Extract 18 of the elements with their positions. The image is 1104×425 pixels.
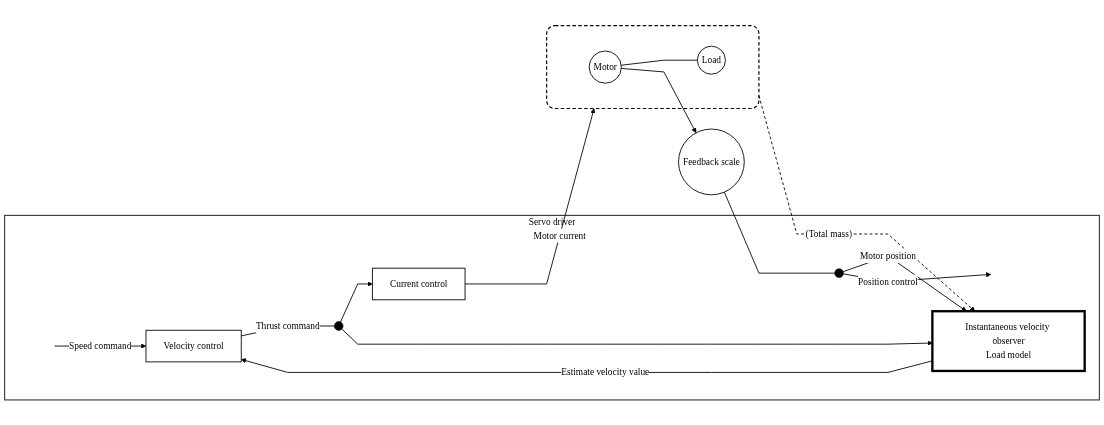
edge-label: Estimate velocity value [561,366,650,377]
edge-label: Motor position [859,250,916,261]
connector [620,59,698,66]
node-box: Current control [371,267,466,300]
edge-label: Motor current [533,230,586,240]
connector [723,191,836,274]
edge-label: Thrust command [255,320,320,331]
node-circle: Load [696,45,726,75]
node-circle: Motor [588,50,622,84]
node-box: Instantaneous velocity observer Load model [931,309,1086,372]
cluster [546,24,760,109]
edge-label: Speed command [69,340,132,351]
edge-label: Position control [858,276,918,286]
node-circle [834,268,844,278]
node-circle: Feedback scale [678,128,745,195]
node-box: Velocity control [145,329,242,362]
node-circle [334,321,344,331]
edge-label: (Total mass) [805,228,853,239]
